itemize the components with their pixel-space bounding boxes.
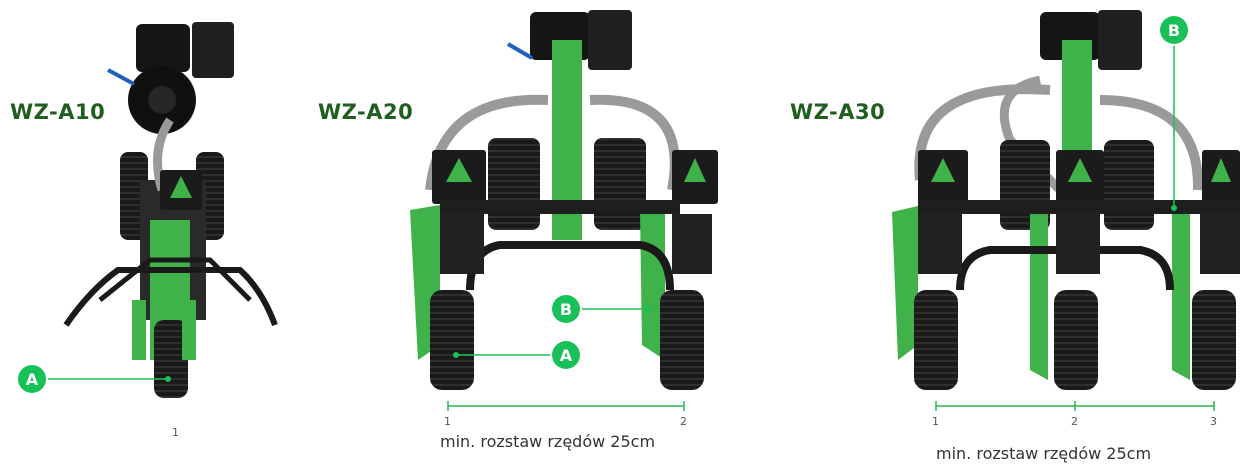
scale-a20 — [447, 401, 685, 411]
scale-a30-tick-2: 2 — [1071, 415, 1078, 428]
marker-b-wz-a30: B — [1160, 16, 1188, 44]
machine-wz-a20 — [410, 10, 718, 390]
marker-a-wz-a10: A — [18, 365, 46, 393]
machine-wz-a30 — [892, 10, 1240, 390]
scale-a30-tick-1: 1 — [932, 415, 939, 428]
scale-a20-tick-1: 1 — [444, 415, 451, 428]
callout-dot-a10-a — [165, 376, 171, 382]
marker-b-wz-a20: B — [552, 295, 580, 323]
callout-dot-a20-a — [453, 352, 459, 358]
machine-wz-a10 — [63, 22, 278, 398]
scale-a30-caption: min. rozstaw rzędów 25cm — [936, 444, 1152, 463]
scale-a30 — [935, 401, 1215, 411]
scale-a10-tick-1: 1 — [172, 426, 179, 439]
marker-a-wz-a20: A — [552, 341, 580, 369]
callout-dot-a30-b — [1171, 205, 1177, 211]
model-label-wz-a30: WZ-A30 — [790, 100, 886, 124]
scale-a20-caption: min. rozstaw rzędów 25cm — [440, 432, 656, 451]
model-label-wz-a10: WZ-A10 — [10, 100, 106, 124]
scale-a20-tick-2: 2 — [680, 415, 687, 428]
callout-dot-a20-b — [645, 306, 651, 312]
model-label-wz-a20: WZ-A20 — [318, 100, 414, 124]
scale-a30-tick-3: 3 — [1210, 415, 1217, 428]
